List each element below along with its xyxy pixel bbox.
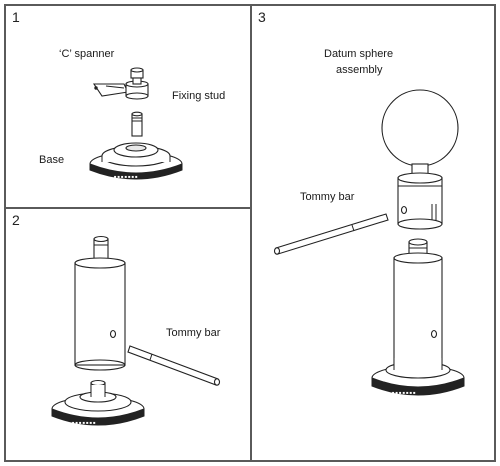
extension-cylinder-illustration [74,235,126,371]
base-illustration: ■ ■ ■ ■ ■ ■ ■ [89,142,183,180]
tommy-bar-label-3: Tommy bar [300,191,355,203]
base-band-marking-3: ■ ■ ■ ■ ■ ■ ■ [392,390,416,395]
panel-2-illustration: ■ ■ ■ ■ ■ ■ ■ [51,235,221,426]
base-band-marking: ■ ■ ■ ■ ■ ■ ■ [114,174,138,179]
base-band-marking-2: ■ ■ ■ ■ ■ ■ ■ [72,420,96,425]
base-label: Base [39,154,65,166]
panel-1-number: 1 [12,9,20,25]
panel-3-number: 3 [258,9,266,25]
base-illustration-2: ■ ■ ■ ■ ■ ■ ■ [51,379,145,426]
panel-2-number: 2 [12,212,20,228]
panel-1: 1 ‘C’ spanner Fixing stud Base [4,4,252,209]
datum-sphere-label: Datum sphere [324,48,394,60]
assembly-label: assembly [336,64,383,76]
c-spanner-label: ‘C’ spanner [59,48,115,60]
extension-cylinder-illustration-3 [393,252,443,369]
tommy-bar-illustration-3 [273,213,389,255]
datum-sphere-illustration [381,89,459,230]
fixing-stud-label: Fixing stud [172,90,226,102]
tommy-bar-label-2: Tommy bar [166,327,221,339]
panel-1-illustration: ■ ■ ■ ■ ■ ■ ■ [89,67,183,180]
panel-3-illustration: ■ ■ ■ ■ ■ ■ ■ [273,89,465,396]
base-illustration-3: ■ ■ ■ ■ ■ ■ ■ [371,358,465,396]
panel-2: 2 Tommy bar [4,207,252,462]
tommy-bar-illustration-2 [127,345,221,386]
c-spanner-illustration [92,83,129,97]
fixing-stud-illustration [125,67,149,137]
panel-3: 3 Datum sphere assembly Tommy bar [250,4,496,462]
